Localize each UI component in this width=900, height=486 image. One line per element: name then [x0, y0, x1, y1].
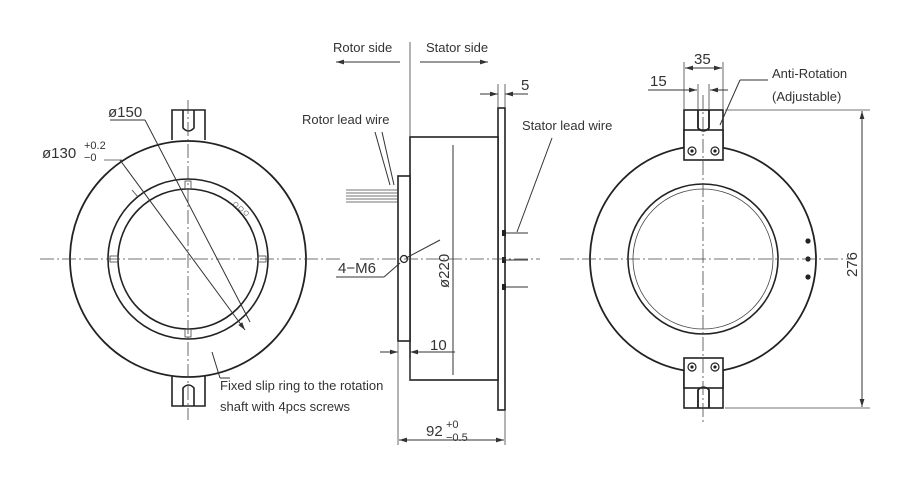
front-view-left: ○○○ ø150 ø130 +0.2 −0 Fixed slip ring to… [40, 100, 383, 420]
slip-ring-body [409, 136, 499, 381]
dim-len92-tol-lower: −0.5 [446, 432, 468, 444]
callout-rotor-lead-wire: Rotor lead wire [302, 112, 389, 127]
dim-d220: ø220 [436, 254, 453, 288]
front-view-right: 35 15 Anti-Rotation (Adjustable) 276 [560, 51, 870, 425]
dim-d130-tol-upper: +0.2 [84, 140, 106, 152]
bottom-mounting-tab [171, 376, 206, 407]
dim-len92-tol-upper: +0 [446, 419, 459, 431]
side-view: Rotor side Stator side Rotor lead wire S… [302, 40, 612, 445]
terminal-dot [805, 274, 811, 280]
top-mounting-tab [171, 109, 206, 140]
callout-screw-spec: 4−M6 [338, 260, 376, 277]
callout-stator-lead-wire: Stator lead wire [522, 118, 612, 133]
dim-len92: 92 [426, 423, 443, 440]
dim-h276: 276 [844, 252, 861, 277]
dim-w35: 35 [694, 51, 711, 68]
terminal-dot [805, 238, 811, 244]
dim-d130: ø130 [42, 145, 76, 162]
dim-w15: 15 [650, 73, 667, 90]
dim-w5: 5 [521, 77, 529, 94]
callout-adjustable: (Adjustable) [772, 89, 841, 104]
callout-anti-rotation: Anti-Rotation [772, 66, 847, 81]
callout-fixed-line1: Fixed slip ring to the rotation [220, 378, 383, 393]
callout-fixed-line2: shaft with 4pcs screws [220, 399, 351, 414]
label-stator-side: Stator side [426, 40, 488, 55]
dim-d130-tol-lower: −0 [84, 152, 97, 164]
label-rotor-side: Rotor side [333, 40, 392, 55]
dim-d150: ø150 [108, 104, 142, 121]
dim-w10: 10 [430, 337, 447, 354]
